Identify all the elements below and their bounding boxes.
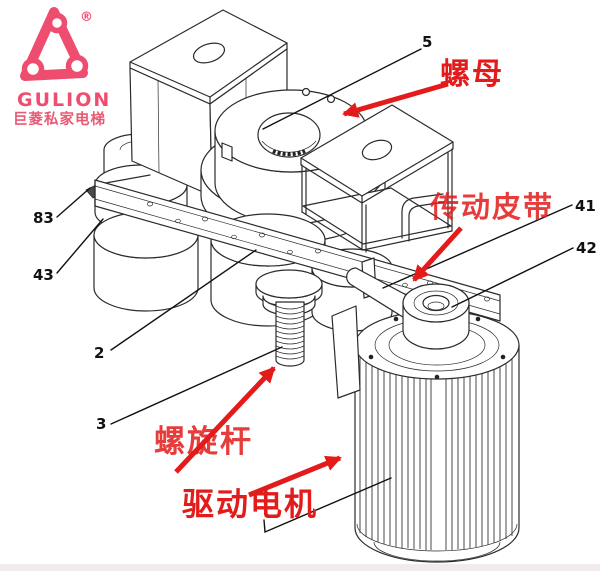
annotation-arrows xyxy=(174,81,463,498)
logo-dot-left xyxy=(21,57,45,81)
leader-3 xyxy=(110,346,283,425)
screw-rod-assembly xyxy=(255,269,323,367)
leader-43 xyxy=(56,218,104,274)
leader-motor xyxy=(263,477,392,534)
callout-numbers: 5 41 42 83 43 2 3 xyxy=(33,33,597,433)
screw-arrow xyxy=(174,366,276,474)
tensioner-arm xyxy=(401,193,445,242)
logo-dot-right xyxy=(65,54,89,78)
callout-41: 41 xyxy=(575,197,596,215)
motor-bracket xyxy=(331,305,361,399)
nut-arrow xyxy=(342,81,449,118)
label-drive-belt: 传动皮带 xyxy=(429,190,554,224)
logo-dot-top xyxy=(46,12,68,34)
leader-83 xyxy=(56,187,91,218)
brand-logo: ® GULION 巨菱私家电梯 xyxy=(13,7,111,128)
callout-2: 2 xyxy=(94,344,104,362)
label-screw-rod: 螺旋杆 xyxy=(154,424,253,460)
brand-name: GULION xyxy=(17,89,111,111)
callout-5: 5 xyxy=(422,33,432,51)
bottom-strip xyxy=(0,564,600,571)
motor-arrow xyxy=(248,455,342,498)
leader-2 xyxy=(110,249,257,351)
leader-5 xyxy=(262,48,422,130)
brand-tagline: 巨菱私家电梯 xyxy=(13,110,106,128)
belt-arrow xyxy=(412,226,463,282)
annotation-labels: 螺母 传动皮带 螺旋杆 驱动电机 xyxy=(154,57,554,523)
drive-motor xyxy=(331,193,520,563)
right-cabin-box xyxy=(300,104,454,253)
callout-42: 42 xyxy=(576,239,597,257)
label-drive-motor: 驱动电机 xyxy=(182,485,318,523)
logo-triangle xyxy=(20,7,88,81)
callout-43: 43 xyxy=(33,266,54,284)
callout-3: 3 xyxy=(96,415,106,433)
registered-mark: ® xyxy=(80,10,95,25)
drive-belt-shape xyxy=(346,267,411,320)
callout-83: 83 xyxy=(33,209,54,227)
label-nut: 螺母 xyxy=(440,57,504,92)
leader-42 xyxy=(451,247,574,308)
